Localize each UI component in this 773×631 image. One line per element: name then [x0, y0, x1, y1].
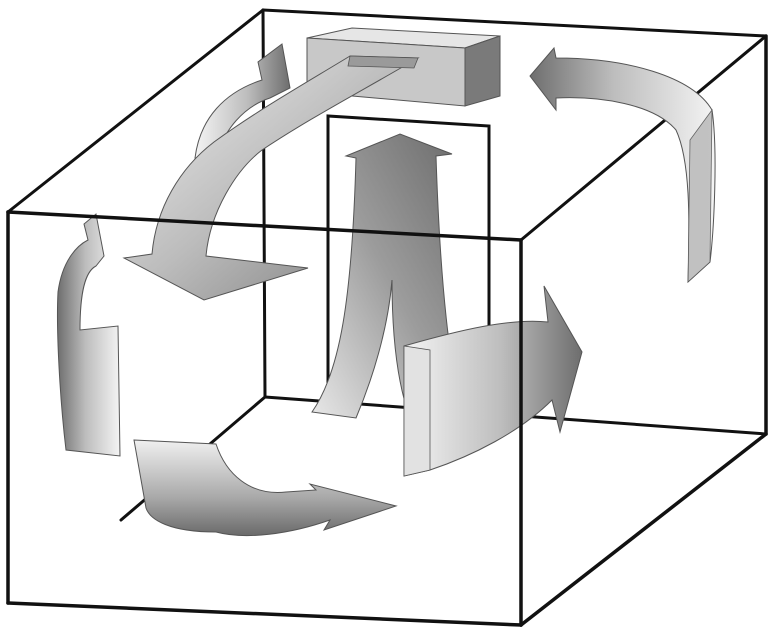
room-front-edges	[8, 36, 766, 625]
circulating-arrow-left-wall	[57, 214, 120, 456]
floor-airflow-arrow	[134, 440, 396, 536]
circulating-arrow-right-wall	[530, 48, 715, 282]
